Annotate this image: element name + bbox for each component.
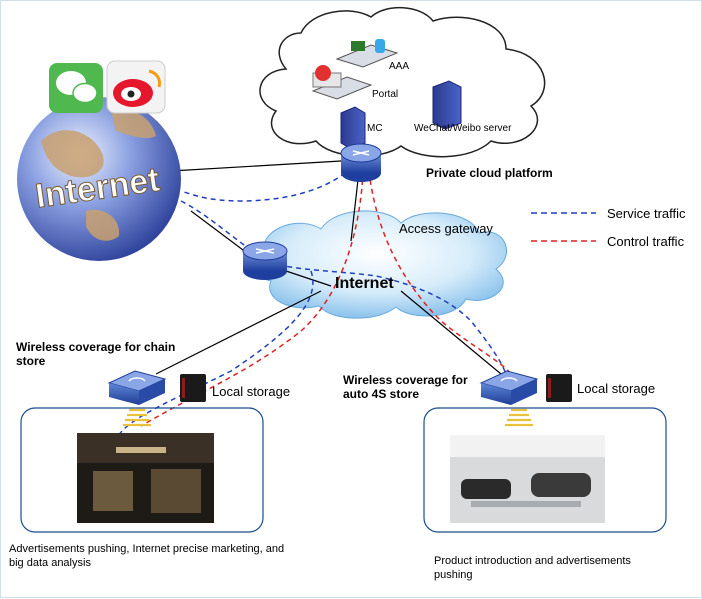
aaa-label: AAA: [389, 61, 410, 72]
ap-icon-right: [479, 370, 539, 405]
access-gateway-label: Access gateway: [399, 221, 493, 236]
ap-icon: [107, 370, 167, 405]
aaa-server-icon: [335, 39, 399, 68]
auto-store-caption: Product introduction and advertisements …: [434, 555, 631, 581]
private-cloud-label: Private cloud platform: [426, 166, 553, 180]
weibo-icon: [106, 60, 166, 114]
chain-store-caption: Advertisements pushing, Internet precise…: [9, 543, 285, 569]
wechat-icon: [49, 63, 103, 113]
legend-control-label: Control traffic: [607, 234, 685, 249]
private-cloud-shape: [259, 6, 546, 158]
globe-icon: [17, 97, 181, 261]
mc-server-icon: [340, 106, 366, 150]
wechat-server-label: WeChat/Weibo server: [414, 123, 512, 134]
internet-cloud-shape: [250, 210, 507, 319]
portal-server-icon: [311, 65, 373, 100]
chain-store-photo: [77, 433, 214, 523]
auto-store-photo: [450, 435, 605, 523]
chain-store-title: Wireless coverage for chain store: [16, 340, 176, 368]
storage-icon: [180, 374, 206, 402]
signal-waves-icon-right: [505, 408, 533, 427]
auto-store-frame: [423, 407, 667, 533]
physical-links: [155, 160, 502, 375]
local-storage-right-label: Local storage: [577, 381, 656, 396]
legend-service-label: Service traffic: [607, 206, 686, 221]
service-traffic-lines: [115, 165, 507, 442]
auto-store-title: Wireless coverage for auto 4S store: [343, 373, 468, 401]
storage-icon-right: [546, 374, 572, 402]
chain-store-frame: [20, 407, 264, 533]
portal-label: Portal: [372, 89, 399, 100]
local-storage-left-label: Local storage: [212, 384, 291, 399]
signal-waves-icon: [123, 408, 151, 427]
internet-router-icon: [242, 241, 288, 280]
mc-label: MC: [367, 123, 383, 134]
internet-cloud-label: Internet: [335, 275, 394, 292]
access-gateway-router-icon: [340, 143, 382, 182]
legend-lines: [531, 212, 596, 242]
wechat-weibo-server-icon: [432, 80, 462, 130]
